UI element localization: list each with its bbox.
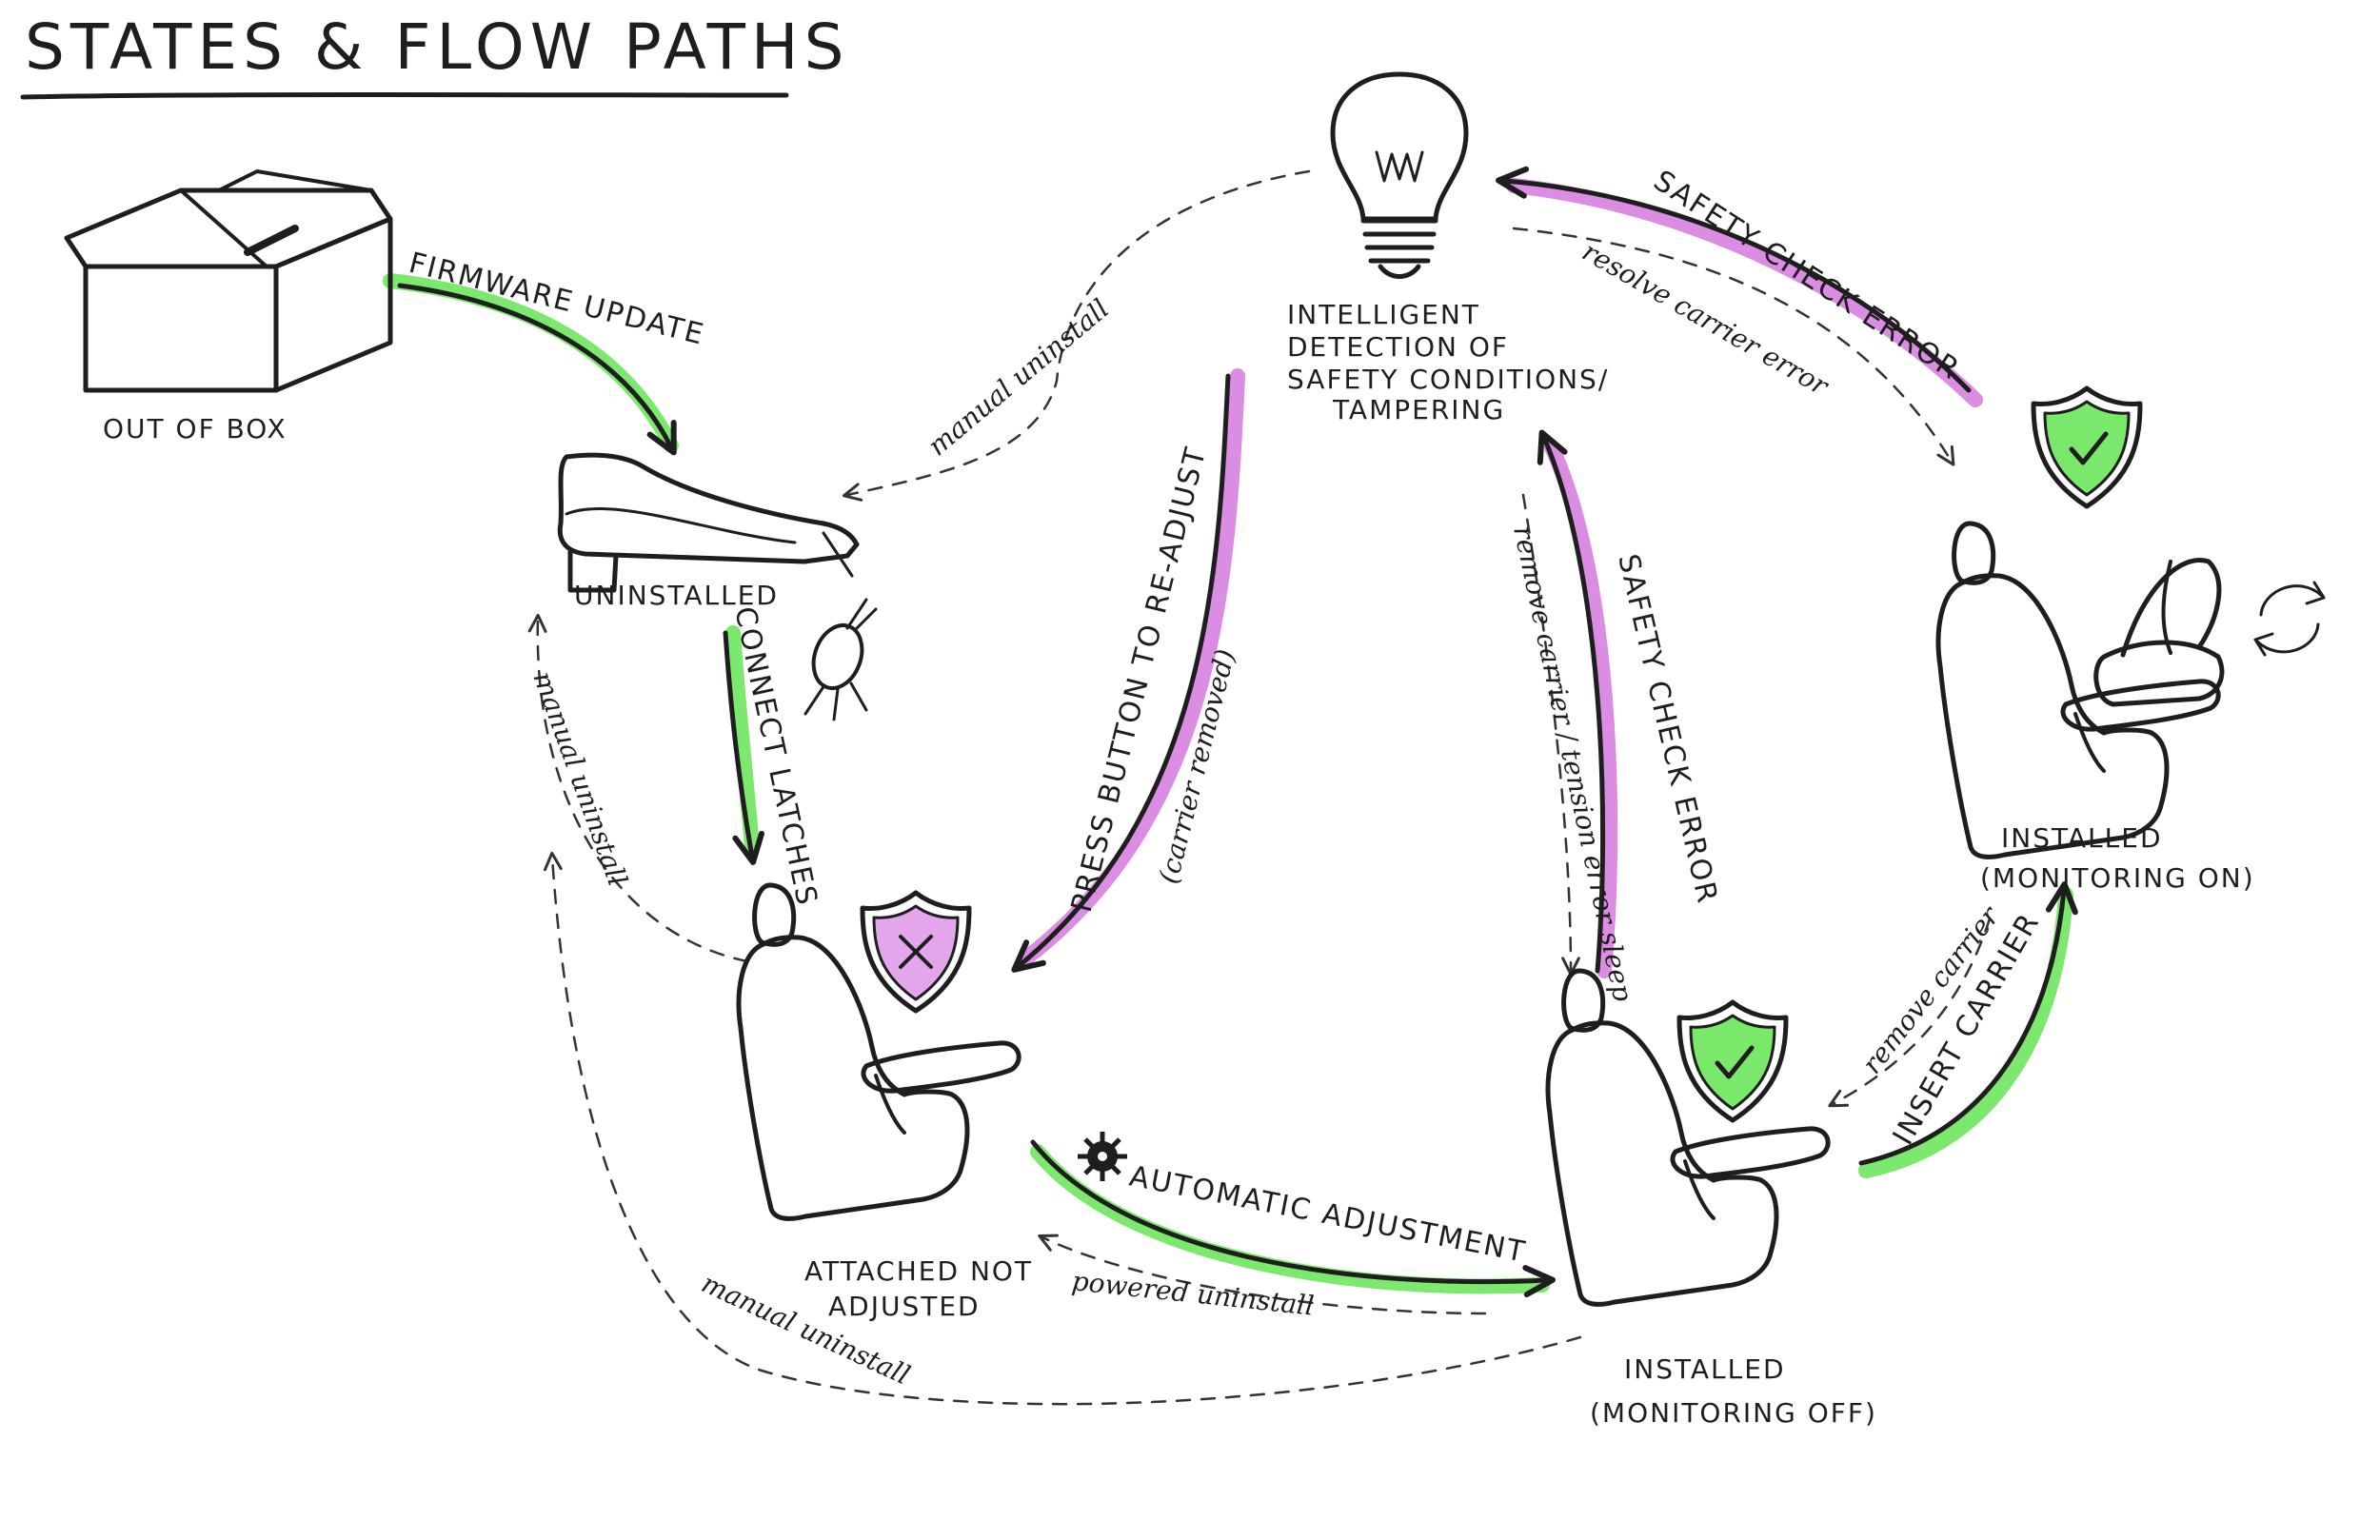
state-detection-line3: SAFETY CONDITIONS/: [1287, 364, 1609, 395]
manual-uninstall-top-arrow: [842, 169, 1311, 502]
safety-check-error-top-arrow: [1496, 166, 1972, 393]
shoe-base-icon: [557, 452, 860, 593]
insert-carrier-highlight: [1858, 887, 2073, 1178]
shield-check-icon: [1679, 1002, 1786, 1120]
powered-uninstall-arrow: [1038, 1234, 1487, 1315]
state-installed-on-line1: INSTALLED: [2001, 822, 2163, 854]
remove-carrier-tension-arrow: [1521, 493, 1580, 977]
state-attached-line2: ADJUSTED: [828, 1291, 981, 1322]
automatic-adjustment-highlight: [1030, 1144, 1550, 1294]
state-out-of-box: OUT OF BOX: [103, 413, 288, 444]
shield-x-icon: [863, 893, 969, 1011]
firmware-update-arrow: [397, 283, 677, 456]
label-safety-check-error-mid: SAFETY CHECK ERROR: [1611, 551, 1724, 907]
cardboard-box-icon: [64, 169, 393, 393]
manual-uninstall-bottom-arrow: [543, 851, 1582, 1406]
state-attached-line1: ATTACHED NOT: [804, 1255, 1033, 1287]
page-title-group: STATES & FLOW PATHS: [20, 10, 849, 100]
safety-check-error-top-highlight: [1506, 178, 1983, 407]
robot-arm-icon: [803, 598, 878, 721]
state-installed-off-line2: (MONITORING OFF): [1590, 1397, 1877, 1429]
insert-carrier-arrow: [1858, 881, 2078, 1166]
label-automatic-adjustment: AUTOMATIC ADJUSTMENT: [1126, 1159, 1528, 1269]
car-seat-icon: [1938, 523, 2225, 857]
safety-check-error-mid-arrow: [1537, 429, 1606, 974]
resolve-carrier-error-arrow: [1512, 227, 1955, 466]
gear-icon: [1078, 1132, 1127, 1181]
shield-check-icon: [2033, 388, 2140, 506]
state-uninstalled: UNINSTALLED: [574, 580, 779, 611]
refresh-cycle-icon: [2253, 581, 2326, 657]
safety-check-error-mid-highlight: [1544, 440, 1618, 978]
manual-uninstall-left-arrow: [527, 613, 749, 963]
state-detection-line4: TAMPERING: [1332, 394, 1505, 425]
press-button-arrow: [1011, 373, 1231, 973]
label-manual-uninstall-left: manual uninstall: [526, 667, 633, 890]
connect-latches-highlight: [725, 625, 760, 855]
label-remove-carrier-tension: remove carrier / tension error sleep: [1507, 523, 1638, 1005]
remove-carrier-arrow: [1828, 917, 1992, 1108]
label-safety-check-error-top: SAFETY CHECK ERROR: [1648, 164, 1967, 386]
lightbulb-icon: [1330, 71, 1469, 279]
page-title: STATES & FLOW PATHS: [25, 10, 849, 84]
state-detection-line2: DETECTION OF: [1287, 331, 1509, 363]
press-button-highlight: [1021, 368, 1245, 964]
connect-latches-arrow: [723, 630, 764, 865]
state-detection-line1: INTELLIGENT: [1287, 299, 1480, 330]
automatic-adjustment-arrow: [1030, 1139, 1556, 1298]
state-installed-off-line1: INSTALLED: [1624, 1353, 1786, 1385]
state-installed-on-line2: (MONITORING ON): [1980, 862, 2255, 894]
